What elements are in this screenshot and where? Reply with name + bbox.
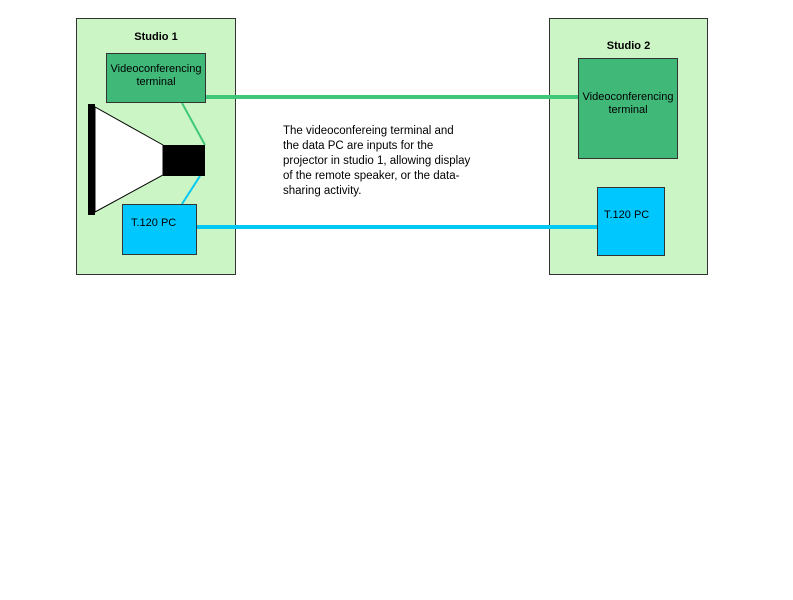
studio-1-title: Studio 1 xyxy=(134,31,178,43)
studio-1-t120-pc: T.120 PC xyxy=(122,204,197,255)
studio-1-vc-label: Videoconferencing terminal xyxy=(110,63,202,88)
studio-2-vc-terminal: Videoconferencing terminal xyxy=(578,58,678,159)
diagram-description: The videoconfereing terminal and the dat… xyxy=(283,125,471,197)
projection-beam xyxy=(94,106,164,213)
studio-2-t120-pc: T.120 PC xyxy=(597,187,665,256)
pc-to-projector-line xyxy=(181,175,201,205)
studio-1-pc-label: T.120 PC xyxy=(131,217,177,229)
projector-icon xyxy=(163,145,205,176)
studio-2-title: Studio 2 xyxy=(606,40,651,52)
studio-1-vc-terminal: Videoconferencing terminal xyxy=(106,53,206,103)
projection-screen xyxy=(88,104,95,215)
studio-2-pc-label: T.120 PC xyxy=(604,209,650,221)
vc-to-projector-line xyxy=(181,102,206,146)
studio-2-vc-label: Videoconferencing terminal xyxy=(582,91,674,116)
